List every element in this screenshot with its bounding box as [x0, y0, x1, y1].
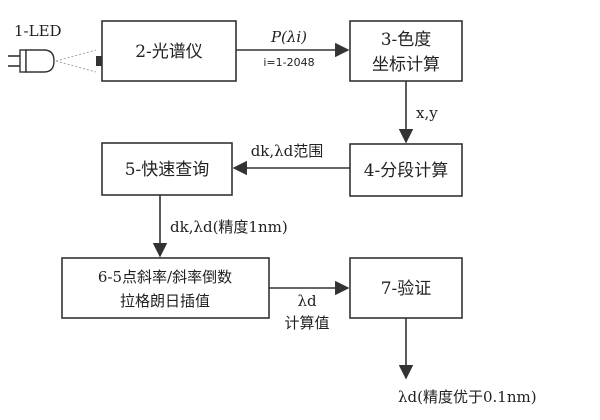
spectrometer-label: 2-光谱仪: [135, 42, 203, 62]
interpolation-box: 6-5点斜率/斜率倒数 拉格朗日插值: [61, 257, 270, 319]
interpolation-label-line2: 拉格朗日插值: [120, 292, 210, 310]
dk-range-label: dk,λd范围: [251, 142, 324, 160]
calc-value-label: 计算值: [284, 314, 329, 332]
dk-precision-label: dk,λd(精度1nm): [170, 218, 288, 236]
final-output-label: λd(精度优于0.1nm): [398, 388, 537, 406]
verify-box: 7-验证: [349, 257, 463, 319]
p-lambda-label: P(λi): [270, 28, 307, 46]
interpolation-label-line1: 6-5点斜率/斜率倒数: [98, 268, 232, 286]
spectrometer-box: 2-光谱仪: [101, 20, 237, 82]
segment-label: 4-分段计算: [364, 161, 449, 181]
segment-box: 4-分段计算: [349, 143, 463, 197]
lookup-label: 5-快速查询: [125, 160, 210, 180]
lookup-box: 5-快速查询: [101, 142, 233, 196]
xy-label: x,y: [416, 104, 438, 122]
lambda-d-label: λd: [297, 292, 317, 310]
chromaticity-label-line1: 3-色度: [381, 30, 432, 50]
led-icon: [8, 49, 102, 73]
i-range-label: i=1-2048: [263, 56, 314, 69]
chromaticity-box: 3-色度 坐标计算: [349, 20, 463, 82]
chromaticity-label-line2: 坐标计算: [372, 55, 440, 75]
led-label: 1-LED: [14, 22, 62, 40]
verify-label: 7-验证: [381, 279, 432, 299]
